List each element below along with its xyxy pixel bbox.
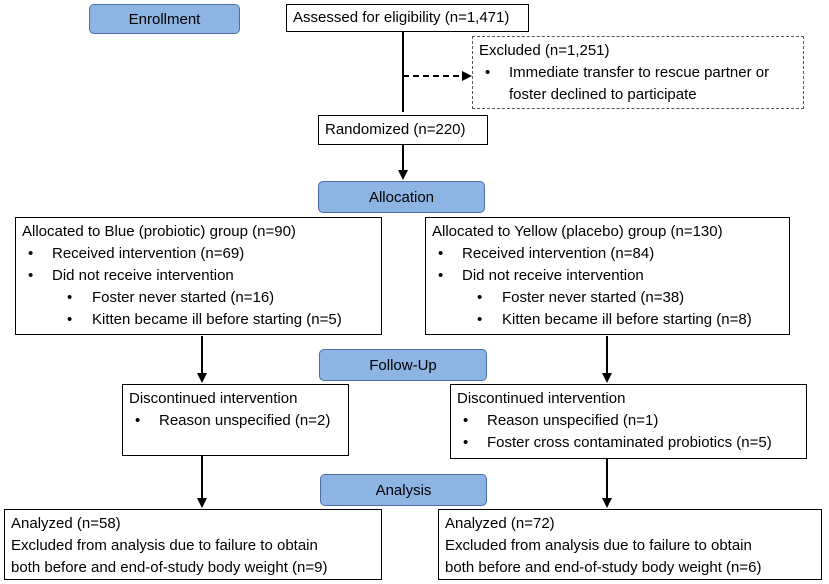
yellow-discontinued-reason-contaminated: Foster cross contaminated probiotics (n=… [457,432,800,454]
blue-excluded-line2: both before and end-of-study body weight… [11,559,328,576]
yellow-discontinued-reason-unspecified: Reason unspecified (n=1) [457,410,800,432]
blue-reason-never-started: Foster never started (n=16) [22,287,375,309]
blue-allocation-box: Allocated to Blue (probiotic) group (n=9… [15,217,382,335]
stage-followup: Follow-Up [319,349,487,381]
yellow-analyzed: Analyzed (n=72) [445,515,555,532]
yellow-excluded-line2: both before and end-of-study body weight… [445,559,762,576]
stage-allocation-label: Allocation [368,188,435,206]
yellow-allocation-title: Allocated to Yellow (placebo) group (n=1… [432,223,723,240]
yellow-discontinued-title: Discontinued intervention [457,390,626,407]
yellow-excluded-line1: Excluded from analysis due to failure to… [445,537,752,554]
stage-allocation: Allocation [318,181,485,213]
stage-analysis-label: Analysis [375,481,432,499]
yellow-allocation-box: Allocated to Yellow (placebo) group (n=1… [425,217,790,335]
blue-discontinued-reason: Reason unspecified (n=2) [129,410,342,432]
excluded-title: Excluded (n=1,251) [479,42,610,59]
stage-enrollment-label: Enrollment [128,10,201,28]
blue-reason-ill: Kitten became ill before starting (n=5) [22,309,375,331]
blue-received: Received intervention (n=69) [22,243,375,265]
yellow-discontinued-box: Discontinued intervention Reason unspeci… [450,384,807,459]
yellow-analysis-box: Analyzed (n=72) Excluded from analysis d… [438,509,822,580]
blue-analysis-box: Analyzed (n=58) Excluded from analysis d… [4,509,382,580]
excluded-box: Excluded (n=1,251) Immediate transfer to… [472,36,804,109]
blue-analyzed: Analyzed (n=58) [11,515,121,532]
yellow-not-received: Did not receive intervention [432,265,783,287]
yellow-received: Received intervention (n=84) [432,243,783,265]
assessed-box: Assessed for eligibility (n=1,471) [286,4,529,32]
stage-analysis: Analysis [320,474,487,506]
stage-followup-label: Follow-Up [369,356,437,374]
blue-excluded-line1: Excluded from analysis due to failure to… [11,537,318,554]
stage-enrollment: Enrollment [89,4,240,34]
randomized-box: Randomized (n=220) [318,115,488,145]
assessed-text: Assessed for eligibility (n=1,471) [293,9,510,26]
blue-discontinued-box: Discontinued intervention Reason unspeci… [122,384,349,456]
blue-discontinued-title: Discontinued intervention [129,390,298,407]
blue-allocation-title: Allocated to Blue (probiotic) group (n=9… [22,223,296,240]
randomized-text: Randomized (n=220) [325,121,466,138]
blue-not-received: Did not receive intervention [22,265,375,287]
yellow-reason-ill: Kitten became ill before starting (n=8) [432,309,783,331]
excluded-reason: Immediate transfer to rescue partner or … [479,62,797,106]
yellow-reason-never-started: Foster never started (n=38) [432,287,783,309]
